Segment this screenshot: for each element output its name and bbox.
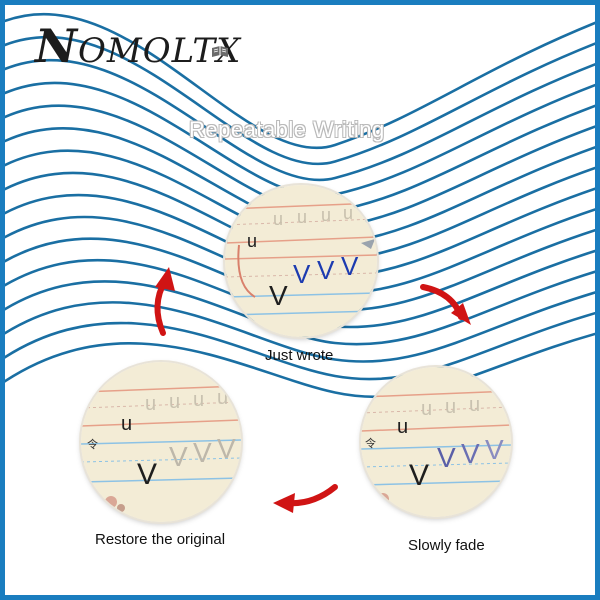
svg-text:u: u bbox=[469, 394, 480, 416]
svg-text:令: 令 bbox=[87, 437, 98, 451]
wave-line bbox=[5, 58, 595, 182]
svg-text:V: V bbox=[409, 459, 429, 492]
svg-text:u: u bbox=[321, 205, 331, 225]
wave-line bbox=[5, 35, 595, 166]
headline: Repeatable Writing bbox=[189, 117, 385, 142]
svg-text:V: V bbox=[169, 441, 188, 472]
svg-text:u: u bbox=[343, 203, 353, 223]
restore-original-closeup: u u u u u V V V V 令 bbox=[81, 362, 241, 522]
svg-text:u: u bbox=[247, 231, 257, 251]
wave-line bbox=[5, 12, 595, 149]
svg-text:u: u bbox=[193, 389, 204, 411]
book-icon bbox=[212, 46, 228, 57]
step-caption-restore: Restore the original bbox=[95, 531, 226, 548]
svg-text:u: u bbox=[121, 413, 132, 435]
wave-line bbox=[5, 311, 595, 381]
svg-text:V: V bbox=[217, 433, 236, 464]
svg-text:V: V bbox=[193, 437, 212, 468]
step-caption-just-wrote: Just wrote bbox=[265, 347, 334, 364]
svg-text:u: u bbox=[397, 416, 408, 438]
svg-text:V: V bbox=[461, 438, 480, 469]
svg-text:u: u bbox=[169, 391, 180, 413]
svg-text:V: V bbox=[341, 251, 359, 281]
svg-text:V: V bbox=[485, 434, 504, 465]
svg-text:V: V bbox=[137, 458, 157, 491]
svg-text:u: u bbox=[145, 393, 156, 415]
svg-text:V: V bbox=[293, 259, 311, 289]
svg-text:u: u bbox=[217, 387, 228, 409]
brand-initial: N bbox=[35, 19, 79, 73]
svg-text:V: V bbox=[437, 442, 456, 473]
svg-text:u: u bbox=[445, 396, 456, 418]
svg-text:V: V bbox=[317, 255, 335, 285]
step-caption-slowly-fade: Slowly fade bbox=[408, 537, 485, 554]
wave-line bbox=[5, 270, 595, 346]
svg-text:u: u bbox=[297, 207, 307, 227]
slowly-fade-closeup: u u u u V V V V 令 bbox=[361, 367, 511, 517]
svg-text:V: V bbox=[269, 280, 288, 311]
svg-text:令: 令 bbox=[365, 436, 376, 450]
just-wrote-closeup: u u u u u V V V V bbox=[225, 185, 377, 337]
wave-line bbox=[5, 291, 595, 363]
svg-text:u: u bbox=[421, 398, 432, 420]
svg-text:u: u bbox=[273, 209, 283, 229]
wave-line bbox=[5, 332, 595, 399]
